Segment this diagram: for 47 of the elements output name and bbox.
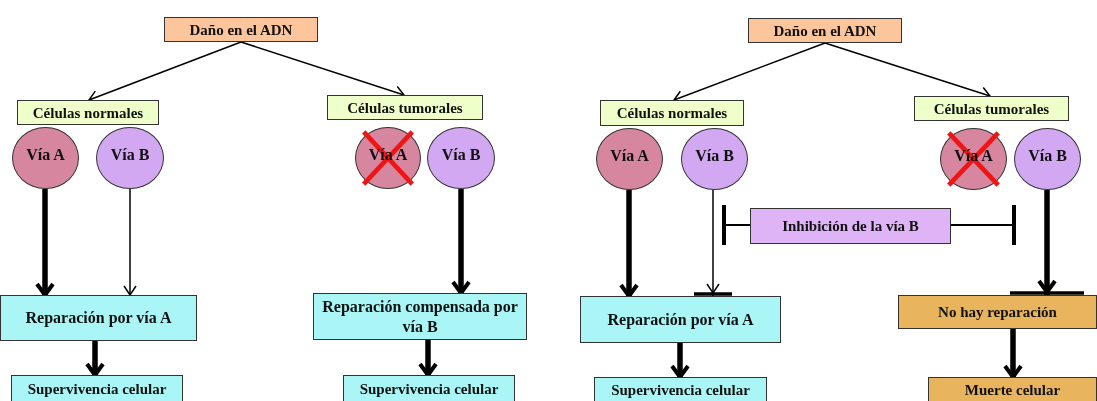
- arrow: [85, 341, 105, 377]
- node-label: Células tumorales: [347, 98, 463, 117]
- process-box: [914, 96, 1069, 121]
- arrow: [418, 340, 438, 377]
- process-box: [313, 293, 527, 340]
- process-box: [0, 295, 197, 341]
- node-label: Vía B: [110, 145, 150, 165]
- node-label: Vía B: [695, 146, 734, 166]
- node-label: Células normales: [616, 104, 728, 122]
- process-box: [898, 295, 1097, 329]
- node-label: Supervivencia celular: [27, 379, 167, 398]
- process-box: [11, 375, 183, 401]
- node-label: Daño en el ADN: [773, 21, 877, 40]
- node-label: Muerte celular: [964, 381, 1061, 399]
- node-label: Inhibición de la vía B: [782, 217, 919, 235]
- arrow: [619, 190, 639, 298]
- node-label: Vía B: [441, 145, 481, 165]
- process-box: [164, 17, 318, 42]
- process-box: [327, 95, 483, 120]
- arrow: [123, 188, 137, 296]
- node-label: Reparación compensada por vía B: [321, 297, 519, 336]
- process-box: [580, 296, 781, 343]
- process-box: [17, 100, 159, 125]
- node-label: Células normales: [32, 103, 144, 122]
- inhibition-line: [950, 203, 1016, 247]
- node-label: Daño en el ADN: [189, 20, 293, 39]
- inhibition-line: [722, 203, 751, 247]
- node-label: Supervivencia celular: [611, 381, 750, 399]
- process-box: [748, 18, 902, 43]
- node-label: Reparación por vía A: [25, 308, 172, 328]
- process-box: [343, 375, 515, 401]
- arrow: [1003, 329, 1023, 379]
- arrow: [1008, 190, 1086, 295]
- node-label: Reparación por vía A: [607, 309, 754, 330]
- arrow: [35, 189, 55, 297]
- process-box: [928, 377, 1097, 401]
- node-label: No hay reparación: [938, 303, 1057, 321]
- node-label: Vía A: [610, 146, 649, 166]
- arrow: [451, 189, 471, 295]
- node-label: Vía B: [1028, 146, 1067, 166]
- node-label: Vía A: [26, 145, 65, 165]
- process-box: [600, 100, 744, 126]
- process-box: [750, 208, 951, 244]
- node-label: Supervivencia celular: [359, 379, 499, 398]
- process-box: [594, 377, 767, 401]
- arrow: [670, 343, 690, 379]
- node-label: Células tumorales: [933, 99, 1050, 118]
